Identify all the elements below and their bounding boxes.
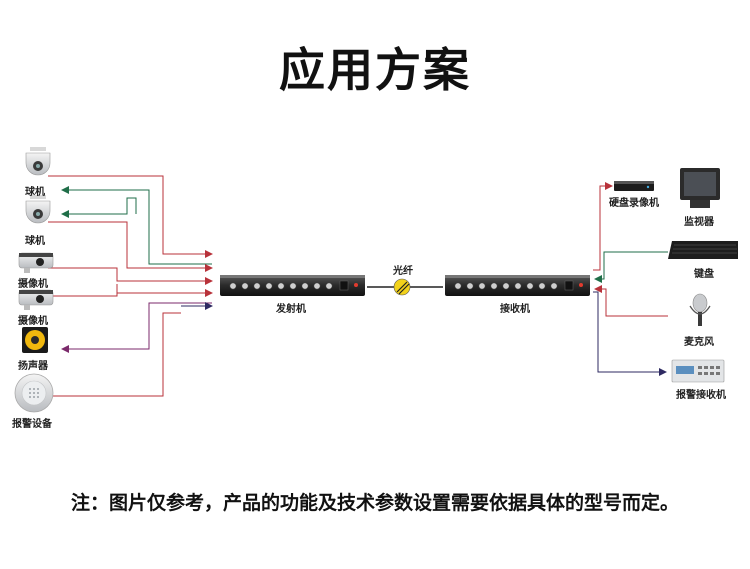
dome-camera-2-video-line	[48, 221, 213, 272]
dome-camera-1-video-line	[48, 175, 213, 258]
alarm-receiver-icon	[671, 359, 725, 383]
dome-camera-1-icon	[25, 147, 51, 176]
dvr-label: 硬盘录像机	[609, 198, 659, 209]
speaker-icon	[22, 327, 48, 353]
bullet-camera-1-video-line	[48, 267, 213, 285]
alarm-device-line	[48, 312, 181, 397]
fiber-link	[367, 278, 443, 296]
dome-camera-1-control-line	[61, 186, 212, 265]
dome-camera-2-label: 球机	[25, 236, 45, 247]
bullet-camera-2-video-line	[48, 284, 213, 297]
alarm-device-icon	[14, 373, 54, 413]
speaker-label: 扬声器	[18, 361, 48, 372]
disclaimer-note: 注：图片仅参考，产品的功能及技术参数设置需要依据具体的型号而定。	[70, 492, 679, 514]
bullet-camera-2-icon	[18, 289, 54, 310]
keyboard-label: 键盘	[694, 269, 714, 280]
microphone-label: 麦克风	[684, 337, 714, 348]
receiver-device	[445, 275, 590, 296]
bullet-camera-2-label: 摄像机	[18, 316, 48, 327]
keyboard-icon	[668, 241, 738, 259]
microphone-icon	[689, 293, 711, 326]
bullet-camera-1-icon	[18, 252, 54, 273]
alarm-receiver-label: 报警接收机	[676, 390, 726, 401]
transmitter-label: 发射机	[276, 304, 306, 315]
receiver-label: 接收机	[500, 304, 530, 315]
alarm-device-label: 报警设备	[12, 419, 52, 430]
keyboard-control-line	[594, 251, 668, 283]
fiber-label: 光纤	[393, 266, 413, 277]
microphone-audio-line	[594, 285, 668, 317]
monitor-icon	[680, 168, 720, 208]
page-title: 应用方案	[279, 43, 471, 97]
monitor-label: 监视器	[684, 217, 714, 228]
transmitter-device	[220, 275, 365, 296]
alarm-receiver-data-line	[593, 291, 667, 376]
dvr-icon	[614, 181, 654, 191]
bullet-camera-1-label: 摄像机	[18, 279, 48, 290]
dome-camera-2-control-line	[61, 197, 137, 218]
dome-camera-1-label: 球机	[25, 187, 45, 198]
speaker-audio-line	[61, 302, 212, 353]
dome-camera-2-icon	[25, 195, 51, 224]
dvr-video-line	[593, 182, 613, 271]
